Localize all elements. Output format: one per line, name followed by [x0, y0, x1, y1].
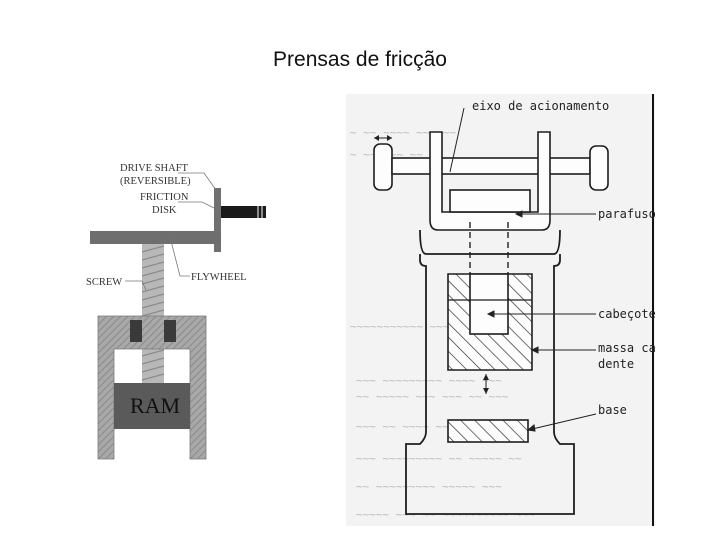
flywheel-label: FLYWHEEL	[191, 272, 247, 283]
massa-cadente-sublabel: dente	[598, 357, 634, 371]
flywheel-disk	[449, 189, 531, 213]
friction-disk-label: FRICTION	[140, 192, 189, 203]
svg-text:~~ ~~~~~ ~~~ ~~~ ~~ ~~~: ~~ ~~~~~ ~~~ ~~~ ~~ ~~~	[356, 390, 509, 403]
nut-left	[130, 320, 142, 342]
cabecote-label: cabeçote	[598, 307, 655, 321]
scan-noise: ~ ~~ ~~~~ ~~ ~~~ ~ ~~~~~~ ~~ ~ ~~~~~~~~~…	[350, 126, 535, 521]
leader-lines	[449, 107, 597, 432]
friction-disk-sublabel: DISK	[152, 205, 177, 216]
base-label: base	[598, 403, 627, 417]
base-block	[447, 419, 529, 443]
ram-label: RAM	[130, 393, 180, 418]
press-body	[405, 229, 575, 515]
eixo-label: eixo de acionamento	[472, 99, 609, 113]
drive-shaft-label: DRIVE SHAFT	[120, 163, 189, 174]
drive-shaft	[221, 206, 266, 218]
upper-bracket	[429, 131, 551, 231]
page-title: Prensas de fricção	[273, 48, 447, 71]
screw-label: SCREW	[86, 277, 122, 288]
svg-text:~~~ ~~~~~~~~~ ~~~~ ~~~: ~~~ ~~~~~~~~~ ~~~~ ~~~	[356, 374, 502, 387]
ram	[114, 383, 190, 429]
massa-cadente-label: massa ca-	[598, 341, 655, 355]
svg-text:~~ ~~~~~~~~~ ~~~~~ ~~~: ~~ ~~~~~~~~~ ~~~~~ ~~~	[356, 480, 502, 493]
svg-text:~~~ ~~~~~~~~~ ~~ ~~~~~ ~~: ~~~ ~~~~~~~~~ ~~ ~~~~~ ~~	[356, 452, 522, 465]
friction-press-schematic: RAM DRIVE SHAFT (REVERSIBLE) FRICTION DI…	[86, 163, 266, 460]
friction-disk	[214, 188, 221, 252]
drive-shaft-sublabel: (REVERSIBLE)	[120, 176, 191, 187]
parafuso-label: parafuso	[598, 207, 655, 221]
nut-right	[164, 320, 176, 342]
flywheel	[90, 231, 221, 244]
scanned-press-drawing: ~ ~~ ~~~~ ~~ ~~~ ~ ~~~~~~ ~~ ~ ~~~~~~~~~…	[346, 94, 655, 526]
press-frame	[97, 315, 207, 460]
ram-head	[447, 273, 533, 371]
